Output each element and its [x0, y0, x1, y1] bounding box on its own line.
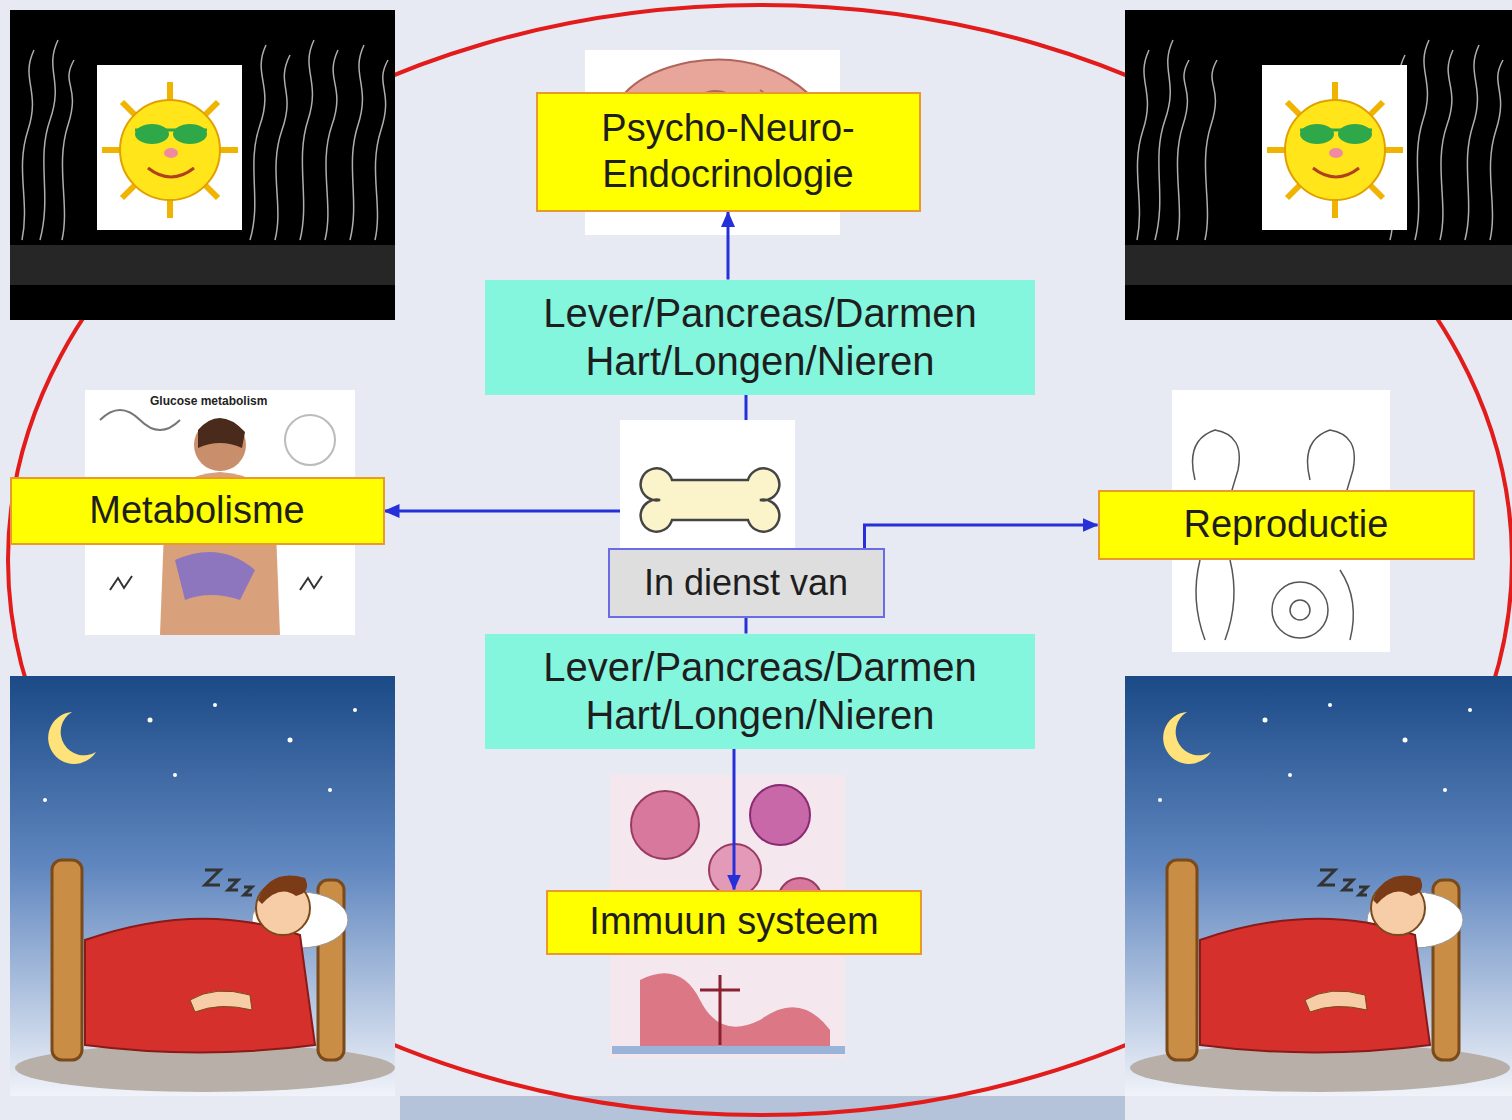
red-ellipse: [8, 5, 1512, 1115]
flow-arrow: [865, 525, 1098, 548]
topic-box: Reproductie: [1098, 490, 1475, 560]
topic-box: Psycho-Neuro- Endocrinologie: [536, 92, 921, 212]
node-text: Lever/Pancreas/Darmen Hart/Longen/Nieren: [497, 289, 1023, 385]
flow-arrow: [733, 749, 736, 890]
flow-arrow: [745, 618, 748, 634]
organ-box: Lever/Pancreas/Darmen Hart/Longen/Nieren: [485, 634, 1035, 749]
node-text: In dienst van: [622, 561, 871, 604]
node-text: Lever/Pancreas/Darmen Hart/Longen/Nieren: [497, 643, 1023, 739]
hub-box: In dienst van: [608, 548, 885, 618]
node-text: Reproductie: [1112, 502, 1461, 548]
node-text: Psycho-Neuro- Endocrinologie: [550, 106, 907, 197]
picture-caption: Glucose metabolism: [150, 394, 267, 408]
topic-box: Immuun systeem: [546, 890, 922, 955]
flow-arrow: [385, 511, 628, 548]
night-panel: [10, 676, 395, 1096]
day-panel: [1125, 10, 1512, 320]
topic-box: Metabolisme: [10, 477, 385, 545]
node-text: Immuun systeem: [560, 899, 908, 945]
night-panel: [1125, 676, 1512, 1096]
node-text: Metabolisme: [24, 488, 371, 534]
flow-arrow: [727, 212, 730, 280]
organ-box: Lever/Pancreas/Darmen Hart/Longen/Nieren: [485, 280, 1035, 395]
day-panel: [10, 10, 395, 320]
